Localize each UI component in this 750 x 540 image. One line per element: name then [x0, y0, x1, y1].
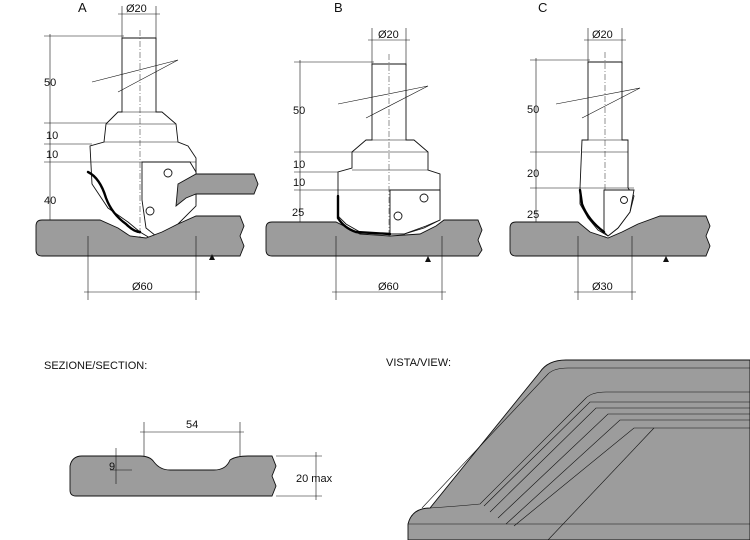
view-a-dim-shank-length: 50	[44, 77, 56, 89]
view-a: A Ø20 50 10 10 40	[35, 0, 259, 300]
view-b-dim-shank-length: 50	[293, 105, 305, 117]
section-view: SEZIONE/SECTION: 54 9 20 max	[44, 360, 333, 500]
view-b-dim-step: 10	[293, 177, 305, 189]
view-b-dim-cut-height: 25	[292, 207, 304, 219]
view-b-dim-collar: 10	[293, 159, 305, 171]
view-a-dim-cut-height: 40	[44, 195, 56, 207]
perspective-panel	[407, 359, 750, 540]
view-c-dim-cut-height: 25	[527, 209, 539, 221]
section-profile	[69, 455, 277, 497]
view3d-title: VISTA/VIEW:	[386, 357, 451, 369]
section-depth: 9	[109, 461, 115, 473]
view-a-dim-step: 10	[46, 149, 58, 161]
perspective-view: VISTA/VIEW:	[386, 357, 750, 540]
view-c: C Ø20 50 20 25 Ø30	[509, 0, 711, 300]
view-b-letter: B	[334, 0, 343, 15]
view-c-shank-diameter: Ø20	[592, 29, 613, 41]
view-c-cut-diameter: Ø30	[592, 281, 613, 293]
view-a-letter: A	[78, 0, 87, 15]
view-c-workpiece	[509, 215, 711, 257]
view-a-shank-diameter: Ø20	[126, 3, 147, 15]
section-width: 54	[186, 419, 198, 431]
view-b-shank-diameter: Ø20	[378, 29, 399, 41]
view-b: B Ø20 50 10 10 25 Ø60	[265, 0, 483, 300]
section-thickness: 20 max	[296, 473, 333, 485]
view-a-dim-collar: 10	[46, 130, 58, 142]
section-title: SEZIONE/SECTION:	[44, 360, 147, 372]
view-c-letter: C	[538, 0, 547, 15]
view-b-workpiece	[265, 219, 483, 257]
view-a-cut-diameter: Ø60	[132, 281, 153, 293]
view-c-dim-body: 20	[527, 168, 539, 180]
view-b-cut-diameter: Ø60	[378, 281, 399, 293]
view-c-dim-shank-length: 50	[527, 104, 539, 116]
